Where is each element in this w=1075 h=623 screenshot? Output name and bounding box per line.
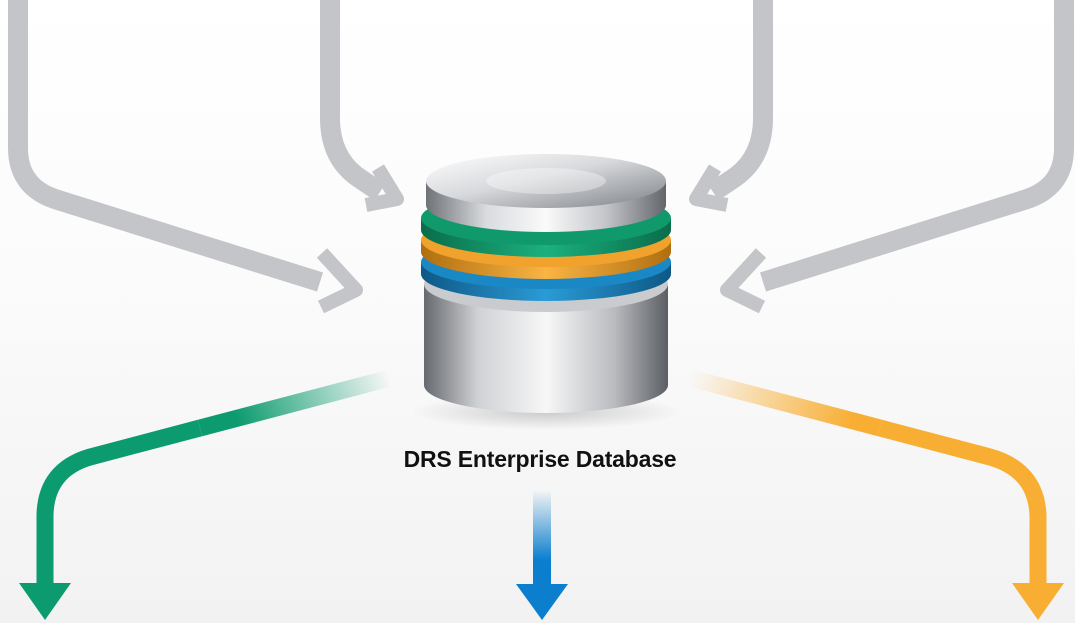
database-icon xyxy=(411,154,681,430)
arrowhead xyxy=(720,248,767,314)
input-arrow-far-left xyxy=(8,0,363,314)
output-arrow-left xyxy=(19,369,393,620)
output-arrows xyxy=(19,369,1064,620)
arrowhead xyxy=(1012,583,1064,620)
input-arrows xyxy=(8,0,1074,314)
arrow-icon xyxy=(320,0,386,201)
arrow-icon xyxy=(707,0,773,201)
output-arrow-center xyxy=(516,490,568,620)
arrowhead xyxy=(689,164,729,212)
arrowhead xyxy=(316,248,363,314)
input-arrow-inner-left xyxy=(320,0,404,212)
input-arrow-far-right xyxy=(720,0,1074,314)
arrowhead xyxy=(364,164,404,212)
arrow-icon xyxy=(687,369,883,437)
arrow-icon xyxy=(8,0,323,292)
database-label: DRS Enterprise Database xyxy=(403,446,677,472)
arrow-icon xyxy=(760,0,1074,292)
arrow-icon xyxy=(533,490,551,586)
arrow-shaft xyxy=(36,419,203,585)
arrow-shaft xyxy=(877,419,1047,585)
arrow-icon xyxy=(197,369,393,437)
output-arrow-right xyxy=(687,369,1064,620)
arrowhead xyxy=(516,584,568,620)
arrowhead xyxy=(19,583,71,620)
input-arrow-inner-right xyxy=(689,0,773,212)
